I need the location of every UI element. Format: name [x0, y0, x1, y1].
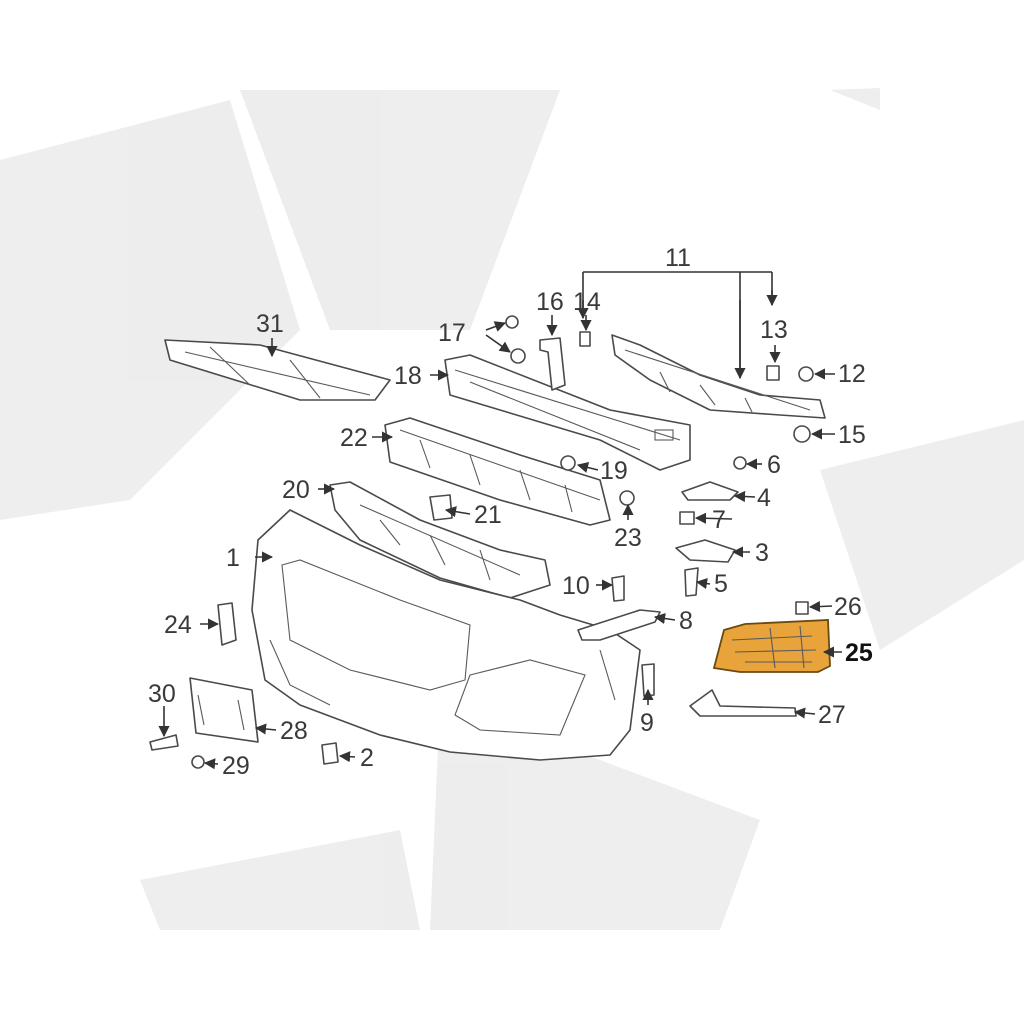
callout-15: 15: [838, 421, 866, 449]
callout-4: 4: [757, 484, 771, 512]
callout-21: 21: [474, 501, 502, 529]
callout-12: 12: [838, 360, 866, 388]
callout-13: 13: [760, 316, 788, 344]
part-10-bolt: [611, 575, 625, 602]
part-3-trim: [675, 539, 736, 563]
part-4-trim: [681, 481, 739, 501]
callout-30: 30: [148, 680, 176, 708]
part-30-push-pin: [149, 734, 179, 751]
callout-11: 11: [665, 244, 691, 272]
part-31-absorber: [164, 339, 391, 401]
part-18-impact-bar: [444, 354, 691, 471]
part-2-clip: [321, 742, 339, 765]
part-24-marker: [217, 602, 237, 646]
callout-7: 7: [712, 506, 726, 534]
callout-16: 16: [536, 288, 564, 316]
callout-29: 29: [222, 752, 250, 780]
callout-3: 3: [755, 539, 769, 567]
callout-17: 17: [438, 319, 466, 347]
callout-1: 1: [226, 544, 240, 572]
callout-24: 24: [164, 611, 192, 639]
callout-18: 18: [394, 362, 422, 390]
callout-31: 31: [256, 310, 284, 338]
watermark: [0, 88, 1024, 930]
callout-26: 26: [834, 593, 862, 621]
part-6-bolt: [733, 456, 747, 470]
callout-25: 25: [845, 639, 873, 667]
part-19-bolt: [560, 455, 576, 471]
callout-28: 28: [280, 717, 308, 745]
callout-27: 27: [818, 701, 846, 729]
callout-6: 6: [767, 451, 781, 479]
part-12-bolt: [798, 366, 814, 382]
part-17-bolts: [505, 315, 526, 364]
callout-9: 9: [640, 709, 654, 737]
callout-5: 5: [714, 570, 728, 598]
part-9-bolt: [641, 663, 655, 697]
part-25-highlighted-panel: [712, 619, 831, 673]
part-13-clip: [766, 365, 780, 381]
part-16-bracket: [539, 337, 566, 391]
callout-8: 8: [679, 607, 693, 635]
part-23-bolt: [619, 490, 635, 506]
part-27-trim: [689, 689, 797, 717]
part-20-support: [329, 481, 551, 599]
callout-23: 23: [614, 524, 642, 552]
callout-10: 10: [562, 572, 590, 600]
part-7-clip: [679, 511, 695, 525]
part-11-bracket: [611, 334, 826, 419]
callout-20: 20: [282, 476, 310, 504]
part-22-absorber: [384, 417, 611, 526]
part-29-screw: [191, 755, 205, 769]
callout-19: 19: [600, 457, 628, 485]
part-14-clip: [579, 331, 591, 347]
callout-14: 14: [573, 288, 601, 316]
part-26-clip: [795, 601, 809, 615]
part-28-license-bracket: [189, 677, 259, 743]
part-21-clip: [429, 494, 453, 521]
part-5-pin: [684, 567, 699, 597]
part-1-bumper-fascia: [251, 509, 641, 761]
callout-22: 22: [340, 424, 368, 452]
part-15-nut: [793, 425, 811, 443]
callout-2: 2: [360, 744, 374, 772]
callout-labels: 11 31 17 16 14 13 12 18 15 22 19 6 20 4 …: [148, 244, 873, 780]
leader-lines: [158, 271, 842, 770]
